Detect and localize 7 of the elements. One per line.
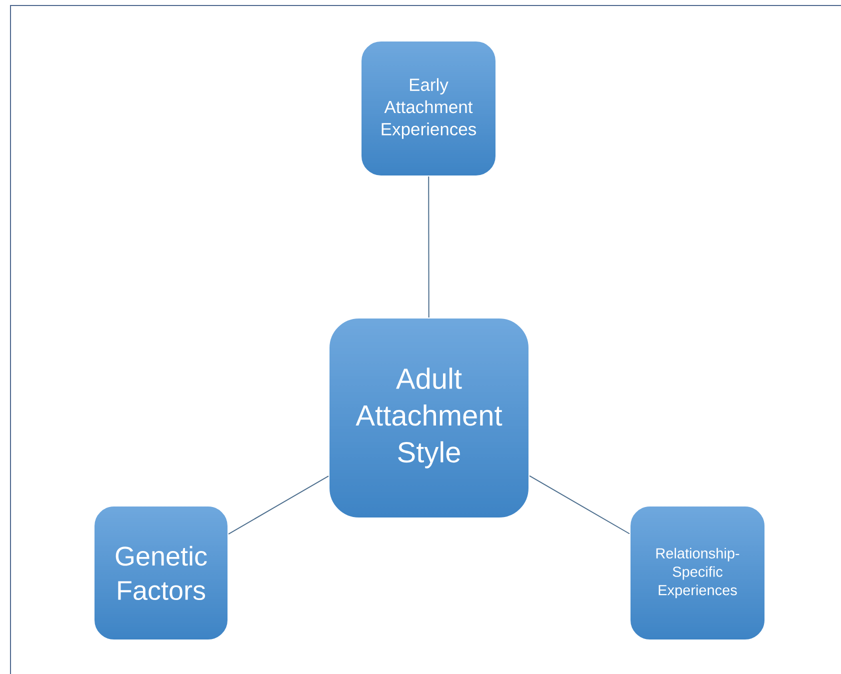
rounded-box: Relationship-Specific Experiences <box>630 506 766 640</box>
connector-line <box>428 176 430 318</box>
connector-line <box>228 476 329 535</box>
rounded-box: Adult Attachment Style <box>328 318 530 518</box>
connector-line <box>529 475 630 534</box>
rounded-box: Genetic Factors <box>94 506 228 640</box>
rounded-box: Early Attachment Experiences <box>360 40 496 176</box>
